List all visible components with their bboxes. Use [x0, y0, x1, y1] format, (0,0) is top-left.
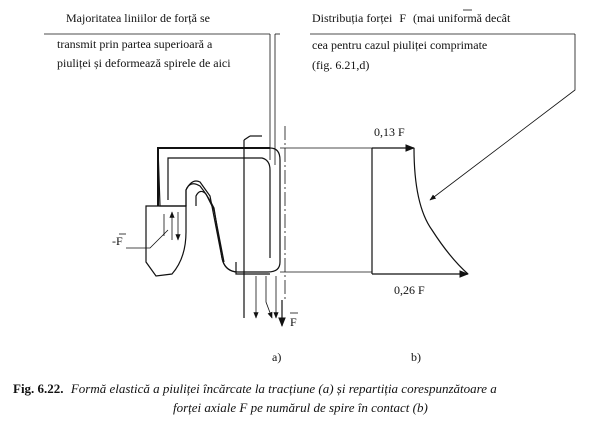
- caption-text-1: Formă elastică a piuliței încărcate la t…: [70, 381, 497, 396]
- note-right-line-1-suffix: (mai uniformă decât: [413, 11, 511, 25]
- note-right-line-1-prefix: Distribuția forței: [312, 11, 393, 25]
- note-left: Majoritatea liniilor de forță se transmi…: [44, 11, 270, 70]
- label-b: b): [411, 350, 421, 364]
- note-right-line-2: cea pentru cazul piuliței comprimate: [312, 38, 487, 52]
- bottom-force-label: 0,26 F: [394, 283, 425, 297]
- caption-number: Fig. 6.22.: [13, 381, 64, 396]
- caption-line-2: forței axiale F pe numărul de spire în c…: [173, 400, 428, 415]
- note-left-line-1: Majoritatea liniilor de forță se: [66, 11, 210, 25]
- label-a: a): [272, 350, 281, 364]
- neg-force-leader: [126, 229, 169, 249]
- nut-base: [235, 262, 270, 275]
- nut-inner-wall: [167, 157, 271, 258]
- top-force-label: 0,13 F: [374, 125, 405, 139]
- note-right-line-3: (fig. 6.21,d): [312, 58, 369, 72]
- thread-tooth-inner: [195, 190, 225, 263]
- thread-tooth: [185, 180, 237, 273]
- note-right-leader-arrow: [429, 34, 576, 201]
- note-left-line-3: piuliței și deformează spirele de aici: [57, 56, 231, 70]
- force-distribution: [280, 144, 469, 278]
- note-right: Distribuția forței F (mai uniformă decât…: [310, 9, 575, 72]
- neg-force-label: -F: [112, 234, 123, 248]
- note-left-leader: [269, 33, 280, 165]
- nut-drawing: [145, 126, 286, 327]
- axial-force-label: F: [290, 315, 297, 329]
- nut-body: [157, 147, 281, 273]
- note-left-line-2: transmit prin partea superioară a: [57, 37, 213, 51]
- force-line-2: [265, 276, 273, 319]
- distribution-curve: [413, 147, 469, 275]
- nut-outer-edge: [157, 147, 270, 206]
- svg-text:Distribuția forței F: Distribuția forței F (mai uniformă decât: [312, 11, 511, 25]
- bolt-thread: [145, 205, 187, 277]
- note-right-force-symbol: F: [399, 11, 406, 25]
- caption-line-1: Fig. 6.22. Formă elastică a piuliței înc…: [13, 381, 497, 396]
